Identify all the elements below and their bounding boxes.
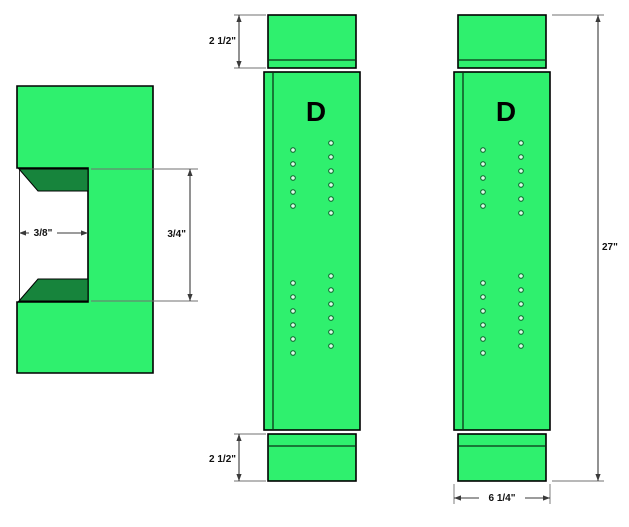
shelf-pin-hole <box>290 175 296 181</box>
shelf-pin-hole <box>518 287 524 293</box>
shelf-pin-hole <box>518 315 524 321</box>
arrow-left-icon <box>454 495 461 501</box>
arrow-up-icon <box>236 434 242 441</box>
shelf-pin-hole <box>290 336 296 342</box>
panel-top-rail <box>457 14 547 69</box>
shelf-pin-hole <box>480 175 486 181</box>
shelf-pin-hole <box>518 196 524 202</box>
groove-cross-section: 3/8" 3/4" <box>16 85 198 374</box>
groove-top-face <box>17 168 89 192</box>
shelf-pin-hole <box>480 161 486 167</box>
panel-label: D <box>496 96 516 127</box>
shelf-pin-hole <box>518 301 524 307</box>
arrow-up-icon <box>236 15 242 22</box>
shelf-pin-hole <box>328 154 334 160</box>
groove-bottom-face <box>17 278 89 302</box>
shelf-pin-hole <box>518 182 524 188</box>
shelf-pin-hole <box>328 315 334 321</box>
shelf-pin-hole <box>328 301 334 307</box>
shelf-pin-hole <box>518 140 524 146</box>
panel-d-right: D <box>453 14 551 482</box>
dimension-text-mask <box>29 226 57 239</box>
shelf-pin-hole <box>518 168 524 174</box>
panel-label: D <box>306 96 326 127</box>
shelf-pin-hole <box>290 350 296 356</box>
shelf-pin-hole <box>480 322 486 328</box>
shelf-pin-hole <box>518 329 524 335</box>
shelf-pin-hole <box>480 336 486 342</box>
top-rail-label: 2 1/2" <box>209 36 236 47</box>
shelf-pin-hole <box>290 161 296 167</box>
overall-width-dimension: 6 1/4" <box>453 484 551 504</box>
shelf-pin-hole <box>518 343 524 349</box>
shelf-pin-hole <box>328 182 334 188</box>
shelf-pin-hole <box>518 210 524 216</box>
arrow-right-icon <box>81 230 88 236</box>
shelf-pin-hole <box>480 147 486 153</box>
shelf-pin-hole <box>328 287 334 293</box>
bottom-rail-dimension: 2 1/2" <box>209 433 266 482</box>
panel-bottom-rail <box>457 433 547 482</box>
groove-width-dimension: 3/8" <box>19 226 88 239</box>
panel-bottom-rail <box>267 433 357 482</box>
shelf-pin-hole <box>480 203 486 209</box>
shelf-pin-hole <box>290 203 296 209</box>
shelf-pin-hole <box>480 308 486 314</box>
shelf-pin-hole <box>518 273 524 279</box>
arrow-down-icon <box>187 294 193 301</box>
shelf-pin-hole <box>480 294 486 300</box>
arrow-down-icon <box>236 61 242 68</box>
overall-height-label: 27" <box>602 242 618 253</box>
shelf-pin-hole <box>328 196 334 202</box>
shelf-pin-hole <box>480 280 486 286</box>
shelf-pin-hole <box>480 350 486 356</box>
shelf-pin-hole <box>480 189 486 195</box>
shelf-pin-hole <box>290 280 296 286</box>
shelf-pin-hole <box>328 210 334 216</box>
shelf-pin-hole <box>290 322 296 328</box>
shelf-pin-holes <box>480 140 524 356</box>
arrow-up-icon <box>595 15 601 22</box>
bottom-rail-label: 2 1/2" <box>209 454 236 465</box>
shelf-pin-hole <box>328 343 334 349</box>
groove-height-label: 3/4" <box>167 229 186 240</box>
groove-width-label: 3/8" <box>34 228 53 239</box>
panel-body <box>453 71 551 431</box>
arrow-up-icon <box>187 169 193 176</box>
groove-height-dimension: 3/4" <box>91 168 198 302</box>
panel-d-left: D <box>263 14 361 482</box>
arrow-left-icon <box>19 230 26 236</box>
arrow-down-icon <box>595 474 601 481</box>
overall-height-dimension: 27" <box>552 14 618 482</box>
shelf-pin-hole <box>290 189 296 195</box>
shelf-pin-hole <box>328 329 334 335</box>
panel-body <box>263 71 361 431</box>
top-rail-dimension: 2 1/2" <box>209 14 266 69</box>
shelf-pin-hole <box>328 140 334 146</box>
shelf-pin-hole <box>290 294 296 300</box>
shelf-pin-hole <box>518 154 524 160</box>
overall-width-label: 6 1/4" <box>489 493 516 504</box>
panel-top-rail <box>267 14 357 69</box>
dimension-text-mask <box>479 491 525 504</box>
shelf-pin-hole <box>290 308 296 314</box>
shelf-pin-hole <box>290 147 296 153</box>
arrow-down-icon <box>236 474 242 481</box>
shelf-pin-holes <box>290 140 334 356</box>
shelf-pin-hole <box>328 273 334 279</box>
arrow-right-icon <box>543 495 550 501</box>
shelf-pin-hole <box>328 168 334 174</box>
